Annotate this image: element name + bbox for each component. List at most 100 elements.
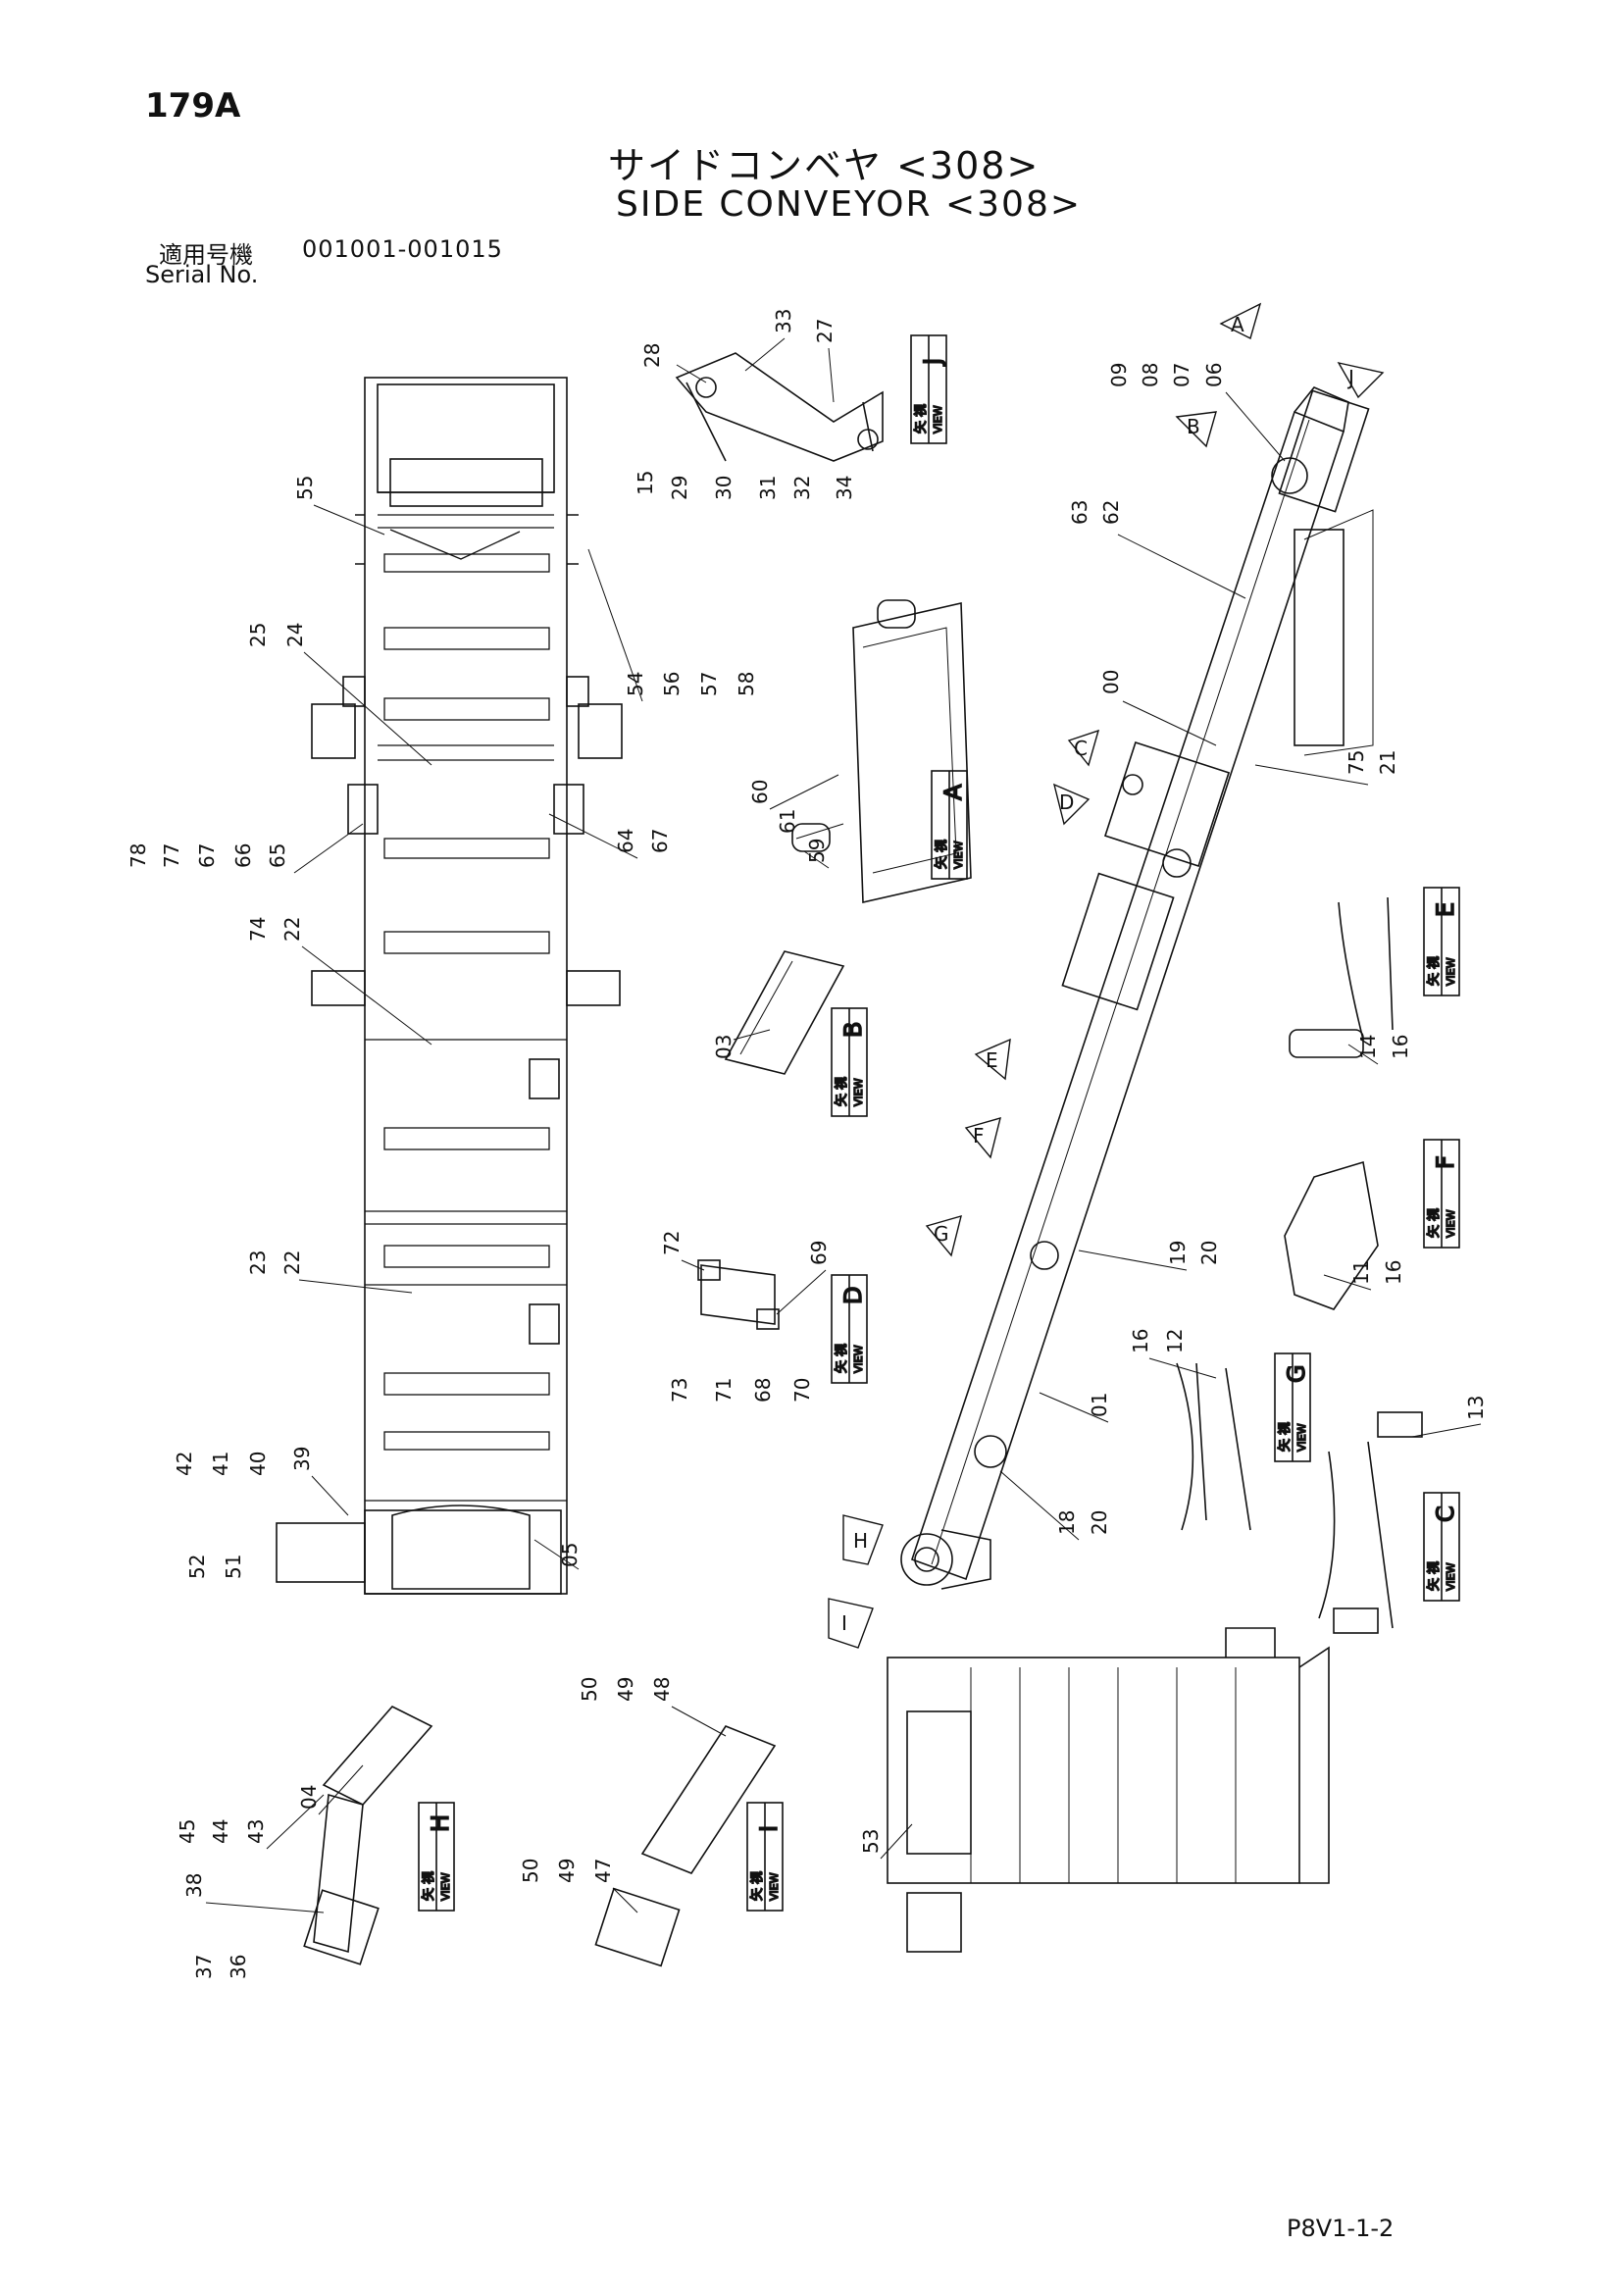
callout: 39: [290, 1447, 314, 1471]
arrow-marker-h: H: [842, 1514, 884, 1565]
svg-text:矢 視: 矢 視: [835, 1077, 849, 1106]
callout: 53: [859, 1829, 883, 1854]
arrow-marker-g: G: [925, 1214, 962, 1257]
callout: 40: [246, 1452, 270, 1476]
callout: 27: [813, 319, 837, 343]
callout: 74: [246, 917, 270, 942]
view-label-e: 矢 視 VIEW E: [1423, 887, 1460, 996]
callout: 57: [697, 672, 721, 696]
callout: 24: [283, 623, 307, 647]
callout: 04: [297, 1785, 321, 1810]
callout: 03: [712, 1035, 736, 1059]
callout: 34: [833, 476, 856, 500]
leader-lines: [205, 337, 1482, 1913]
svg-text:VIEW: VIEW: [1445, 1209, 1457, 1238]
callout: 22: [280, 1250, 304, 1275]
callout: 20: [1088, 1510, 1111, 1535]
view-j-detail: [675, 352, 884, 462]
callout: 16: [1129, 1329, 1152, 1353]
svg-text:D: D: [839, 1287, 867, 1304]
callout: 71: [712, 1378, 736, 1403]
svg-text:矢 視: 矢 視: [1427, 1208, 1442, 1238]
svg-text:J: J: [1346, 366, 1354, 389]
arrow-marker-e: E: [974, 1038, 1011, 1081]
callout: 73: [668, 1378, 691, 1403]
callout: 51: [222, 1555, 245, 1579]
serial-label-jp: 適用号機: [159, 241, 253, 269]
svg-text:E: E: [986, 1048, 998, 1072]
callout: 13: [1464, 1396, 1488, 1420]
page-title-en: SIDE CONVEYOR <308>: [616, 184, 1083, 225]
svg-text:B: B: [1187, 415, 1200, 438]
view-d-detail: [697, 1259, 780, 1330]
svg-text:F: F: [973, 1124, 985, 1148]
callout: 41: [209, 1452, 232, 1476]
svg-text:矢 視: 矢 視: [1427, 956, 1442, 986]
view-label-f: 矢 視 VIEW F: [1423, 1139, 1460, 1249]
callout: 32: [790, 476, 814, 500]
callout: 11: [1349, 1260, 1373, 1285]
svg-text:矢 視: 矢 視: [1427, 1561, 1442, 1591]
callout: 63: [1068, 500, 1091, 525]
view-e-detail: [1289, 896, 1394, 1058]
callout: 09: [1107, 363, 1131, 387]
svg-text:VIEW: VIEW: [1295, 1423, 1308, 1452]
callout: 48: [650, 1677, 674, 1702]
callout: 19: [1166, 1241, 1190, 1265]
svg-text:矢 視: 矢 視: [1278, 1422, 1293, 1452]
svg-text:I: I: [755, 1825, 783, 1832]
view-label-j: 矢 視 VIEW J: [910, 334, 947, 444]
svg-text:F: F: [1432, 1155, 1459, 1169]
svg-text:VIEW: VIEW: [852, 1078, 865, 1106]
view-label-b: 矢 視 VIEW B: [831, 1007, 868, 1117]
svg-text:VIEW: VIEW: [768, 1872, 781, 1901]
view-label-d: 矢 視 VIEW D: [831, 1274, 868, 1384]
view-g-detail: [1176, 1362, 1251, 1531]
arrow-marker-i: I: [828, 1598, 874, 1649]
view-c-detail: [1318, 1411, 1423, 1634]
callout: 00: [1099, 670, 1123, 694]
arrow-marker-a: A: [1219, 302, 1262, 340]
svg-text:C: C: [1074, 737, 1088, 760]
view-h-detail: [303, 1706, 433, 1965]
callout: 65: [266, 843, 289, 868]
svg-text:VIEW: VIEW: [852, 1345, 865, 1373]
callout: 66: [231, 843, 255, 868]
svg-text:A: A: [939, 784, 967, 800]
callout: 67: [648, 829, 672, 853]
callout: 59: [805, 839, 829, 863]
callout: 21: [1376, 750, 1399, 775]
arrow-marker-b: B: [1175, 411, 1217, 448]
callout: 67: [195, 843, 219, 868]
view-label-a: 矢 視 VIEW A: [931, 770, 968, 880]
conveyor-top-view: [276, 377, 623, 1595]
svg-text:B: B: [839, 1022, 867, 1038]
callout: 64: [614, 829, 637, 853]
callout: 07: [1170, 363, 1193, 387]
svg-text:VIEW: VIEW: [932, 405, 944, 434]
arrow-marker-d: D: [1052, 783, 1091, 826]
callout: 16: [1389, 1035, 1412, 1059]
callout: 01: [1088, 1393, 1111, 1417]
svg-text:E: E: [1432, 902, 1459, 917]
arrow-marker-c: C: [1067, 729, 1100, 767]
callout: 30: [712, 476, 736, 500]
callout: 69: [807, 1241, 831, 1265]
callout: 49: [614, 1677, 637, 1702]
svg-text:H: H: [427, 1814, 454, 1832]
view-label-i: 矢 視 VIEW I: [746, 1802, 784, 1912]
callout: 60: [748, 780, 772, 804]
svg-text:矢 視: 矢 視: [914, 404, 929, 434]
arrow-marker-f: F: [964, 1116, 1001, 1159]
page-number: 179A: [145, 86, 241, 126]
callout: 45: [176, 1819, 199, 1844]
svg-text:VIEW: VIEW: [1445, 957, 1457, 986]
serial-range: 001001-001015: [302, 235, 503, 263]
svg-text:J: J: [919, 358, 946, 367]
callout: 44: [209, 1819, 232, 1844]
callout: 29: [668, 476, 691, 500]
callout: 54: [624, 672, 647, 696]
callout: 56: [660, 672, 684, 696]
callout: 16: [1382, 1260, 1405, 1285]
